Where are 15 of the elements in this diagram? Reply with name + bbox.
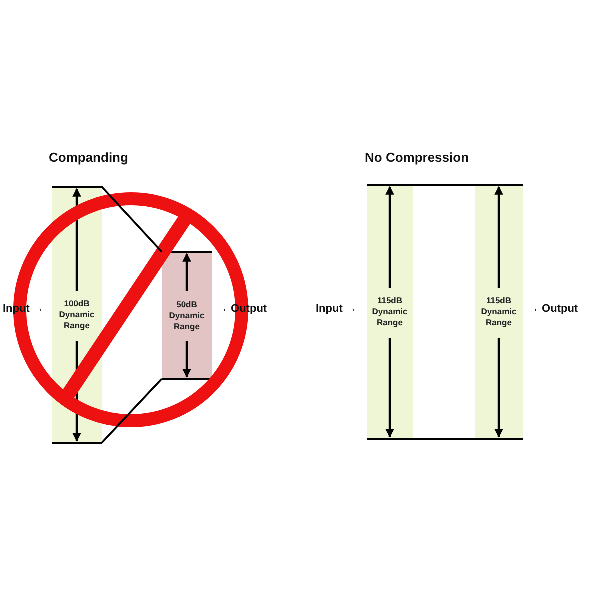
range-band	[475, 184, 523, 440]
panel-heading: Companding	[49, 151, 128, 166]
output-label: → Output	[528, 303, 578, 316]
range-band	[367, 184, 413, 440]
panel-heading: No Compression	[365, 151, 470, 166]
connector-line	[413, 438, 475, 440]
range-label: 50dB Dynamic Range	[168, 299, 206, 332]
connector-line	[101, 378, 163, 444]
connector-line	[413, 184, 475, 186]
range-label: 100dB Dynamic Range	[58, 298, 96, 332]
range-band	[162, 251, 212, 380]
input-label: Input →	[316, 303, 357, 316]
range-label: 115dB Dynamic Range	[371, 296, 409, 328]
connector-line	[101, 186, 163, 253]
range-label: 115dB Dynamic Range	[480, 296, 518, 328]
